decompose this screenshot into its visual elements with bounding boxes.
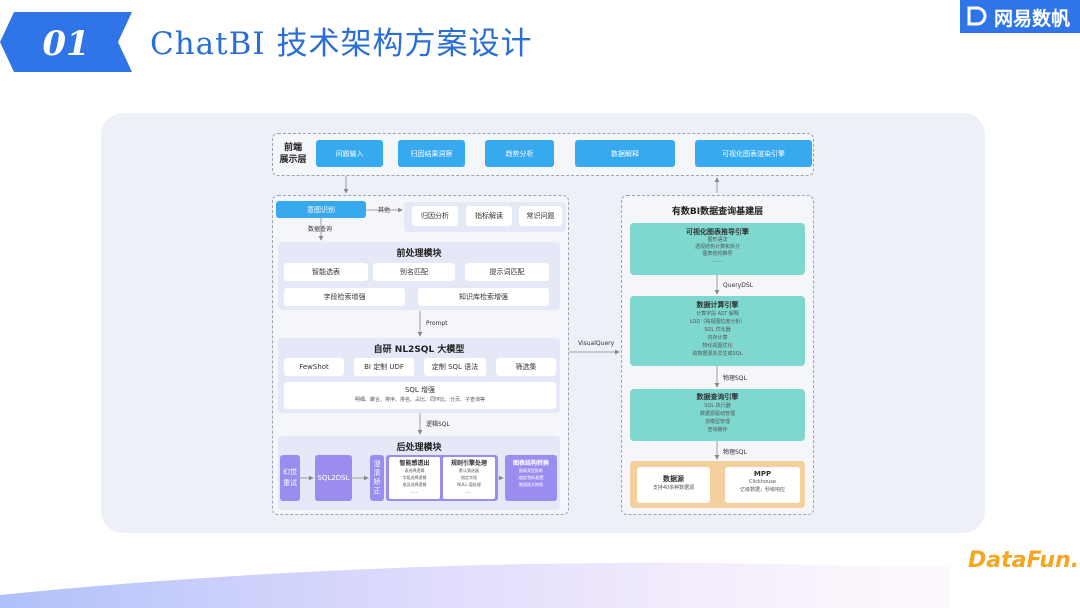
data-query-label: 数据查询 bbox=[308, 226, 333, 233]
smart-fill-line: 字段选择逻辑 bbox=[402, 475, 427, 480]
task-metric-interpretation: 指标解读 bbox=[466, 206, 512, 226]
mpp-title: MPP bbox=[753, 470, 772, 478]
mpp-box: MPP Clickhouse 亿级数据，秒级响应 bbox=[725, 467, 800, 503]
compute-engine-line: 跨数据源多异生成SQL bbox=[692, 351, 743, 357]
chart-convert-line: 数据格式转换 bbox=[519, 482, 543, 487]
query-engine-line: 数据源驱动管理 bbox=[699, 411, 735, 417]
compute-engine-line: SQL 优化器 bbox=[704, 327, 731, 333]
datasource-detail: 支持40多种数据源 bbox=[652, 485, 695, 491]
sql-enhance-box bbox=[284, 382, 556, 409]
front-button-data-explain[interactable]: 数据解释 bbox=[575, 140, 675, 167]
compute-engine-line: 内存计算 bbox=[707, 335, 728, 341]
chart-convert-line: 图表类型推断 bbox=[519, 468, 543, 473]
compute-engine-line: 物化视图优化 bbox=[702, 343, 733, 349]
mpp-line: Clickhouse bbox=[749, 479, 776, 485]
physical-sql-label-2: 物理SQL bbox=[723, 449, 747, 456]
model-bi-udf: BI 定制 UDF bbox=[354, 358, 414, 376]
preprocess-title: 前处理模块 bbox=[396, 249, 442, 259]
pre-field-retrieval: 字段检索增强 bbox=[284, 288, 405, 306]
hallucination-retry: 幻觉 重试 bbox=[280, 455, 300, 501]
other-arrow-label: 其他 bbox=[378, 207, 391, 214]
query-engine-box: 数据查询引擎 SQL 执行器 数据源驱动管理 流模型管理 查询缓存 bbox=[630, 389, 805, 441]
pre-prompt-match: 提示词匹配 bbox=[465, 263, 549, 281]
bottom-wave-decoration bbox=[0, 562, 950, 608]
page-title: ChatBI 技术架构方案设计 bbox=[150, 26, 533, 62]
compute-engine-line: 计算字段 AST 解释 bbox=[696, 311, 739, 317]
datafun-logo: DataFun. bbox=[968, 548, 1080, 573]
rule-engine-title: 规则引擎处理 bbox=[450, 460, 487, 467]
query-dsl-label: QueryDSL bbox=[723, 282, 754, 289]
section-number-badge: 01 bbox=[0, 12, 132, 72]
task-common-question: 常识问题 bbox=[519, 206, 562, 226]
query-engine-line: 查询缓存 bbox=[707, 427, 728, 433]
viz-engine-box: 可视化图表推导引擎 图形语法 透视结构计算和拆分 图表结构推导 ...... bbox=[630, 223, 805, 275]
front-button-trend-analysis[interactable]: 趋势分析 bbox=[485, 140, 554, 167]
rule-engine-box: 规则引擎处理 默认筛选器 指定字段 NULL 值处理 ...... bbox=[443, 457, 495, 499]
compute-engine-title: 数据计算引擎 bbox=[696, 301, 739, 309]
front-button-question-input[interactable]: 问题输入 bbox=[316, 140, 383, 167]
pre-alias-match: 别名匹配 bbox=[373, 263, 455, 281]
rule-engine-line: 默认筛选器 bbox=[459, 468, 479, 473]
viz-engine-line: ...... bbox=[712, 258, 723, 264]
physical-sql-label-1: 物理SQL bbox=[723, 375, 747, 382]
front-button-attribution-insight[interactable]: 归因结果洞察 bbox=[398, 140, 465, 167]
sql-enhance-detail: 明细、聚合、排序、排名、占比、同环比、分页、子查询等 bbox=[354, 397, 485, 403]
viz-engine-line: 图形语法 bbox=[707, 237, 728, 243]
query-engine-line: SQL 执行器 bbox=[704, 403, 731, 409]
logic-sql-label: 逻辑SQL bbox=[426, 421, 450, 428]
compute-engine-box: 数据计算引擎 计算字段 AST 解释 LOD（跨视图粒度分析） SQL 优化器 … bbox=[630, 296, 805, 366]
model-fewshot: FewShot bbox=[284, 358, 344, 376]
smart-fill-box: 智能感透出 表选择逻辑 字段选择逻辑 成员选择逻辑 ...... bbox=[389, 457, 440, 499]
pre-kb-retrieval: 知识库检索增强 bbox=[418, 288, 549, 306]
task-attribution-analysis: 归因分析 bbox=[412, 206, 458, 226]
viz-engine-title: 可视化图表推导引擎 bbox=[686, 228, 749, 236]
smart-fill-line: 成员选择逻辑 bbox=[402, 482, 427, 487]
rule-engine-line: NULL 值处理 bbox=[457, 482, 481, 487]
model-filter-set: 筛选集 bbox=[496, 358, 556, 376]
chart-convert-box: 图表结构转换 图表类型推断 维度/指标配置 数据格式转换 bbox=[505, 455, 557, 501]
chart-convert-line: 维度/指标配置 bbox=[518, 475, 544, 480]
chart-convert-title: 图表结构转换 bbox=[512, 460, 549, 467]
brand-logo-box bbox=[960, 0, 1080, 33]
intent-recognition-box: 意图识别 bbox=[276, 201, 366, 218]
visual-query-label: VisualQuery bbox=[578, 340, 615, 347]
smart-fill-title: 智能感透出 bbox=[399, 460, 430, 467]
pre-smart-table: 智能选表 bbox=[284, 263, 368, 281]
model-custom-sql: 定制 SQL 语法 bbox=[424, 358, 486, 376]
rule-engine-line: 指定字段 bbox=[461, 475, 477, 480]
rule-engine-line: ...... bbox=[465, 489, 473, 494]
prompt-label: Prompt bbox=[426, 320, 448, 327]
front-button-chart-render-engine[interactable]: 可视化图表渲染引擎 bbox=[695, 140, 812, 167]
postprocess-title: 后处理模块 bbox=[396, 443, 442, 453]
bi-layer-title: 有数BI数据查询基建层 bbox=[671, 207, 764, 217]
brand-name: 网易数帆 bbox=[994, 8, 1071, 30]
viz-engine-line: 透视结构计算和拆分 bbox=[694, 244, 740, 250]
section-number: 01 bbox=[42, 24, 89, 64]
frontend-layer-label: 前端 展示层 bbox=[279, 143, 307, 165]
viz-engine-line: 图表结构推导 bbox=[702, 251, 733, 257]
query-engine-title: 数据查询引擎 bbox=[696, 393, 739, 401]
smart-fill-line: ...... bbox=[410, 489, 419, 494]
clarify-correct: 澄 清 矫 正 bbox=[370, 455, 384, 501]
model-title: 自研 NL2SQL 大模型 bbox=[373, 345, 465, 355]
brand-logo-icon bbox=[967, 6, 987, 26]
sql-enhance-title: SQL 增强 bbox=[404, 386, 436, 394]
sql2dsl-box: SQL2DSL bbox=[315, 455, 352, 501]
mpp-line: 亿级数据，秒级响应 bbox=[739, 487, 785, 493]
compute-engine-line: LOD（跨视图粒度分析） bbox=[689, 319, 746, 325]
datasource-title: 数据源 bbox=[663, 475, 684, 483]
datasource-box: 数据源 支持40多种数据源 bbox=[637, 467, 710, 503]
query-engine-line: 流模型管理 bbox=[704, 419, 730, 425]
smart-fill-line: 表选择逻辑 bbox=[404, 468, 425, 473]
